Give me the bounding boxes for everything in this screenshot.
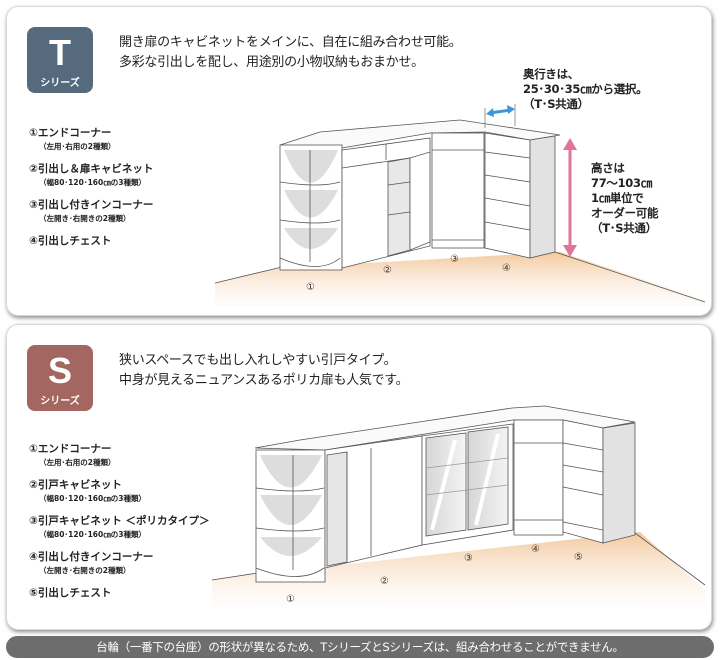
item-sub: （幅80･120･160㎝の3種類） — [39, 494, 146, 503]
in-corner-unit — [513, 419, 564, 536]
end-corner-unit — [255, 449, 326, 583]
list-item: ③引出し付きインコーナー （左開き･右開きの2種類） — [29, 197, 153, 224]
drawer-door-cabinet — [341, 137, 431, 269]
lead-line: 開き扉のキャビネットをメインに、自在に組み合わせ可能。 — [119, 35, 462, 50]
badge-letter: S — [47, 350, 72, 391]
item-sub: （左開き･右開きの2種類） — [39, 566, 131, 575]
lead-line: 狭いスペースでも出し入れしやすい引戸タイプ。 — [119, 353, 397, 368]
marker-5: ⑤ — [574, 552, 583, 563]
height-arrow — [563, 138, 577, 257]
lead-line: 中身が見えるニュアンスあるポリカ扉も人気です。 — [119, 373, 409, 388]
depth-arrow — [484, 104, 516, 128]
list-item: ④引出し付きインコーナー （左開き･右開きの2種類） — [29, 549, 210, 576]
note-line: 奥行きは、 — [523, 67, 579, 81]
sliding-door-cabinet — [324, 435, 423, 569]
marker-2: ② — [383, 265, 392, 276]
t-series-illustration — [214, 119, 706, 306]
note-line: 高さは — [591, 161, 625, 175]
note-line: （T･S共通） — [591, 221, 657, 235]
marker-3: ③ — [464, 553, 473, 564]
item-label: ④引出し付きインコーナー — [29, 551, 154, 563]
item-label: ⑤引出しチェスト — [29, 587, 112, 599]
item-label: ②引戸キャビネット — [29, 479, 122, 491]
badge-letter: T — [49, 32, 71, 73]
lead-line: 多彩な引出しを配し、用途別の小物収納もおまかせ。 — [119, 55, 424, 70]
polycarbonate-sliding-cabinet — [421, 423, 514, 546]
badge-label: シリーズ — [40, 396, 80, 407]
item-sub: （左用･右用の2種類） — [39, 458, 116, 467]
note-line: オーダー可能 — [591, 206, 659, 220]
t-series-item-list: ①エンドコーナー （左用･右用の2種類） ②引出し＆扉キャビネット （幅80･120… — [29, 125, 153, 257]
badge-label: シリーズ — [40, 78, 80, 89]
s-series-illustration — [211, 405, 706, 606]
note-line: （T･S共通） — [523, 97, 589, 111]
drawer-chest — [562, 419, 636, 544]
list-item: ①エンドコーナー （左用･右用の2種類） — [29, 125, 153, 152]
note-line: 25･30･35㎝から選択。 — [523, 82, 648, 96]
drawer-chest — [484, 132, 556, 259]
marker-1: ① — [286, 594, 295, 605]
marker-3: ③ — [450, 254, 459, 265]
s-series-description: 狭いスペースでも出し入れしやすい引戸タイプ。 中身が見えるニュアンスあるポリカ扉… — [119, 351, 409, 391]
item-label: ③引戸キャビネット ＜ポリカタイプ＞ — [29, 515, 210, 527]
item-label: ④引出しチェスト — [29, 235, 112, 247]
list-item: ④引出しチェスト — [29, 233, 153, 248]
note-line: 1㎝単位で — [591, 191, 644, 205]
item-label: ①エンドコーナー — [29, 443, 112, 455]
end-corner-unit — [279, 144, 343, 271]
depth-note: 奥行きは、 25･30･35㎝から選択。 （T･S共通） — [523, 67, 648, 112]
item-sub: （幅80･120･160㎝の3種類） — [39, 178, 146, 187]
list-item: ②引出し＆扉キャビネット （幅80･120･160㎝の3種類） — [29, 161, 153, 188]
item-sub: （左用･右用の2種類） — [39, 142, 116, 151]
item-sub: （幅80･120･160㎝の3種類） — [39, 530, 146, 539]
item-label: ③引出し付きインコーナー — [29, 199, 154, 211]
marker-1: ① — [306, 282, 315, 293]
compatibility-notice: 台輪（一番下の台座）の形状が異なるため、TシリーズとSシリーズは、組み合わせるこ… — [6, 636, 714, 658]
marker-4: ④ — [502, 263, 511, 274]
note-line: 77～103㎝ — [591, 176, 652, 190]
item-sub: （左開き･右開きの2種類） — [39, 214, 131, 223]
item-label: ①エンドコーナー — [29, 127, 112, 139]
list-item: ①エンドコーナー （左用･右用の2種類） — [29, 441, 210, 468]
list-item: ②引戸キャビネット （幅80･120･160㎝の3種類） — [29, 477, 210, 504]
s-series-badge: S シリーズ — [27, 345, 93, 411]
countertop — [254, 405, 636, 451]
item-label: ②引出し＆扉キャビネット — [29, 163, 154, 175]
marker-2: ② — [380, 576, 389, 587]
in-corner-unit — [431, 132, 485, 249]
height-note: 高さは 77～103㎝ 1㎝単位で オーダー可能 （T･S共通） — [591, 161, 659, 236]
floor — [212, 532, 705, 606]
list-item: ⑤引出しチェスト — [29, 585, 210, 600]
s-series-item-list: ①エンドコーナー （左用･右用の2種類） ②引戸キャビネット （幅80･120･16… — [29, 441, 210, 609]
marker-4: ④ — [531, 544, 540, 555]
list-item: ③引戸キャビネット ＜ポリカタイプ＞ （幅80･120･160㎝の3種類） — [29, 513, 210, 540]
t-series-badge: T シリーズ — [27, 27, 93, 93]
t-series-description: 開き扉のキャビネットをメインに、自在に組み合わせ可能。 多彩な引出しを配し、用途… — [119, 33, 462, 73]
